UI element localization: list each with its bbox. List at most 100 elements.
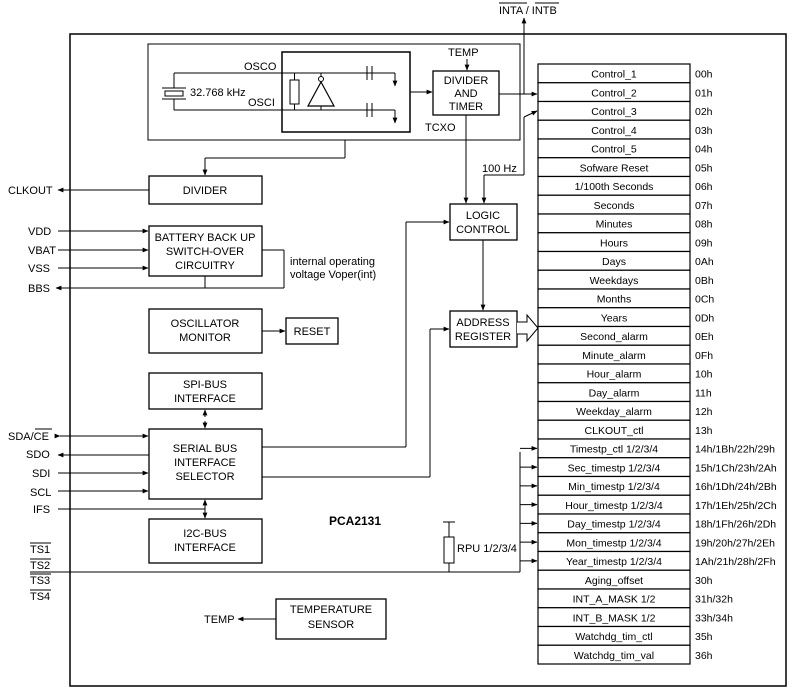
register-name: Sofware Reset (580, 162, 649, 174)
pullup-resistor-icon (443, 536, 455, 564)
reset-block (285, 317, 339, 345)
pin-sdi: SDI (32, 468, 50, 480)
i2c-l2: INTERFACE (174, 542, 236, 554)
register-name: Control_2 (591, 87, 637, 99)
register-address: 36h (695, 650, 713, 662)
crystal-icon (162, 72, 282, 111)
register-address: 30h (695, 575, 713, 587)
pin-vbat: VBAT (28, 245, 56, 257)
register-name: Second_alarm (580, 331, 648, 343)
serial-bus-selector-block (148, 428, 263, 500)
spi-l1: SPI-BUS (183, 379, 227, 391)
register-name: Aging_offset (585, 575, 643, 587)
register-name: 1/100th Seconds (575, 181, 654, 193)
pin-vdd: VDD (28, 226, 51, 238)
register-name: Minutes (596, 219, 633, 231)
register-address: 15h/1Ch/23h/2Ah (695, 462, 777, 474)
register-name: Days (602, 256, 626, 268)
register-name: Seconds (594, 200, 635, 212)
register-address: 0Fh (695, 350, 713, 362)
register-name: CLKOUT_ctl (585, 425, 644, 437)
serial-l3: SELECTOR (175, 471, 234, 483)
register-name: Watchdg_tim_val (574, 650, 654, 662)
internal-voltage-l1: internal operating (290, 256, 375, 268)
i2c-l1: I2C-BUS (183, 528, 226, 540)
register-name: Year_timestp 1/2/3/4 (566, 556, 662, 568)
register-name: Min_timestp 1/2/3/4 (568, 481, 660, 493)
address-bus-arrow (517, 313, 539, 343)
register-cell (537, 644, 691, 665)
chip-name: PCA2131 (329, 514, 381, 528)
osc-monitor-l2: MONITOR (179, 332, 231, 344)
osci-label: OSCI (248, 97, 275, 109)
register-address: 13h (695, 425, 713, 437)
register-address: 31h/32h (695, 594, 733, 606)
tcxo-label: TCXO (425, 122, 456, 134)
crystal-freq: 32.768 kHz (190, 87, 246, 99)
temp-sensor-l2: SENSOR (308, 619, 355, 631)
register-address: 19h/20h/27h/2Eh (695, 537, 775, 549)
osco-label: OSCO (244, 61, 277, 73)
internal-voltage-l2: voltage Voper(int) (290, 269, 376, 281)
register-address: 05h (695, 162, 713, 174)
register-address: 17h/1Eh/25h/2Ch (695, 500, 777, 512)
logic-control-l2: CONTROL (456, 224, 510, 236)
spi-l2: INTERFACE (174, 393, 236, 405)
register-address: 12h (695, 406, 713, 418)
register-address: 01h (695, 87, 713, 99)
register-name: Months (597, 294, 631, 306)
register-address: 0Ch (695, 294, 714, 306)
logic-control-block (449, 203, 518, 241)
osc-monitor-l1: OSCILLATOR (171, 318, 240, 330)
register-address: 0Eh (695, 331, 714, 343)
register-name: Control_1 (591, 69, 637, 81)
chip-outline (69, 33, 787, 687)
battery-l3: CIRCUITRY (175, 260, 235, 272)
battery-backup-block (148, 225, 263, 277)
register-address: 02h (695, 106, 713, 118)
serial-l2: INTERFACE (174, 457, 236, 469)
register-address: 0Bh (695, 275, 714, 287)
register-address: 18h/1Fh/26h/2Dh (695, 519, 776, 531)
register-name: Control_3 (591, 106, 637, 118)
register-name: Weekdays (590, 275, 639, 287)
freq-100hz-label: 100 Hz (482, 163, 517, 175)
register-address: 09h (695, 237, 713, 249)
register-name: Hour_timestp 1/2/3/4 (565, 500, 663, 512)
battery-l2: SWITCH-OVER (166, 246, 244, 258)
register-name: INT_A_MASK 1/2 (573, 594, 656, 606)
register-name: Timestp_ctl 1/2/3/4 (570, 444, 658, 456)
divider-timer-l1: DIVIDER (444, 75, 489, 87)
pin-scl: SCL (30, 487, 51, 499)
register-address: 08h (695, 219, 713, 231)
oscillator-core (281, 51, 411, 133)
register-address: 14h/1Bh/22h/29h (695, 444, 775, 456)
register-address: 35h (695, 631, 713, 643)
pin-ts3: TS3 (30, 575, 50, 587)
register-name: Day_timestp 1/2/3/4 (567, 519, 661, 531)
divider-block (148, 175, 263, 205)
temperature-sensor-block (275, 598, 387, 640)
register-address: 0Ah (695, 256, 714, 268)
feedback-resistor-icon (289, 79, 300, 105)
pin-clkout: CLKOUT (8, 185, 53, 197)
pin-vss: VSS (28, 263, 50, 275)
register-name: Hours (600, 237, 628, 249)
serial-l1: SERIAL BUS (173, 443, 237, 455)
pin-ts1: TS1 (30, 544, 50, 556)
register-name: Day_alarm (589, 387, 640, 399)
register-address: 1Ah/21h/28h/2Fh (695, 556, 776, 568)
register-name: Hour_alarm (587, 369, 642, 381)
address-register-l1: ADDRESS (456, 317, 509, 329)
pin-bbs: BBS (28, 283, 50, 295)
temp-in-label: TEMP (448, 47, 479, 59)
pin-ifs: IFS (33, 504, 50, 516)
logic-control-l1: LOGIC (466, 210, 500, 222)
reset-label: RESET (294, 326, 331, 338)
register-name: Watchdg_tim_ctl (575, 631, 652, 643)
register-name: INT_B_MASK 1/2 (573, 612, 656, 624)
divider-label: DIVIDER (183, 185, 228, 197)
register-name: Weekday_alarm (576, 406, 652, 418)
capacitor-osco-icon (366, 66, 373, 80)
